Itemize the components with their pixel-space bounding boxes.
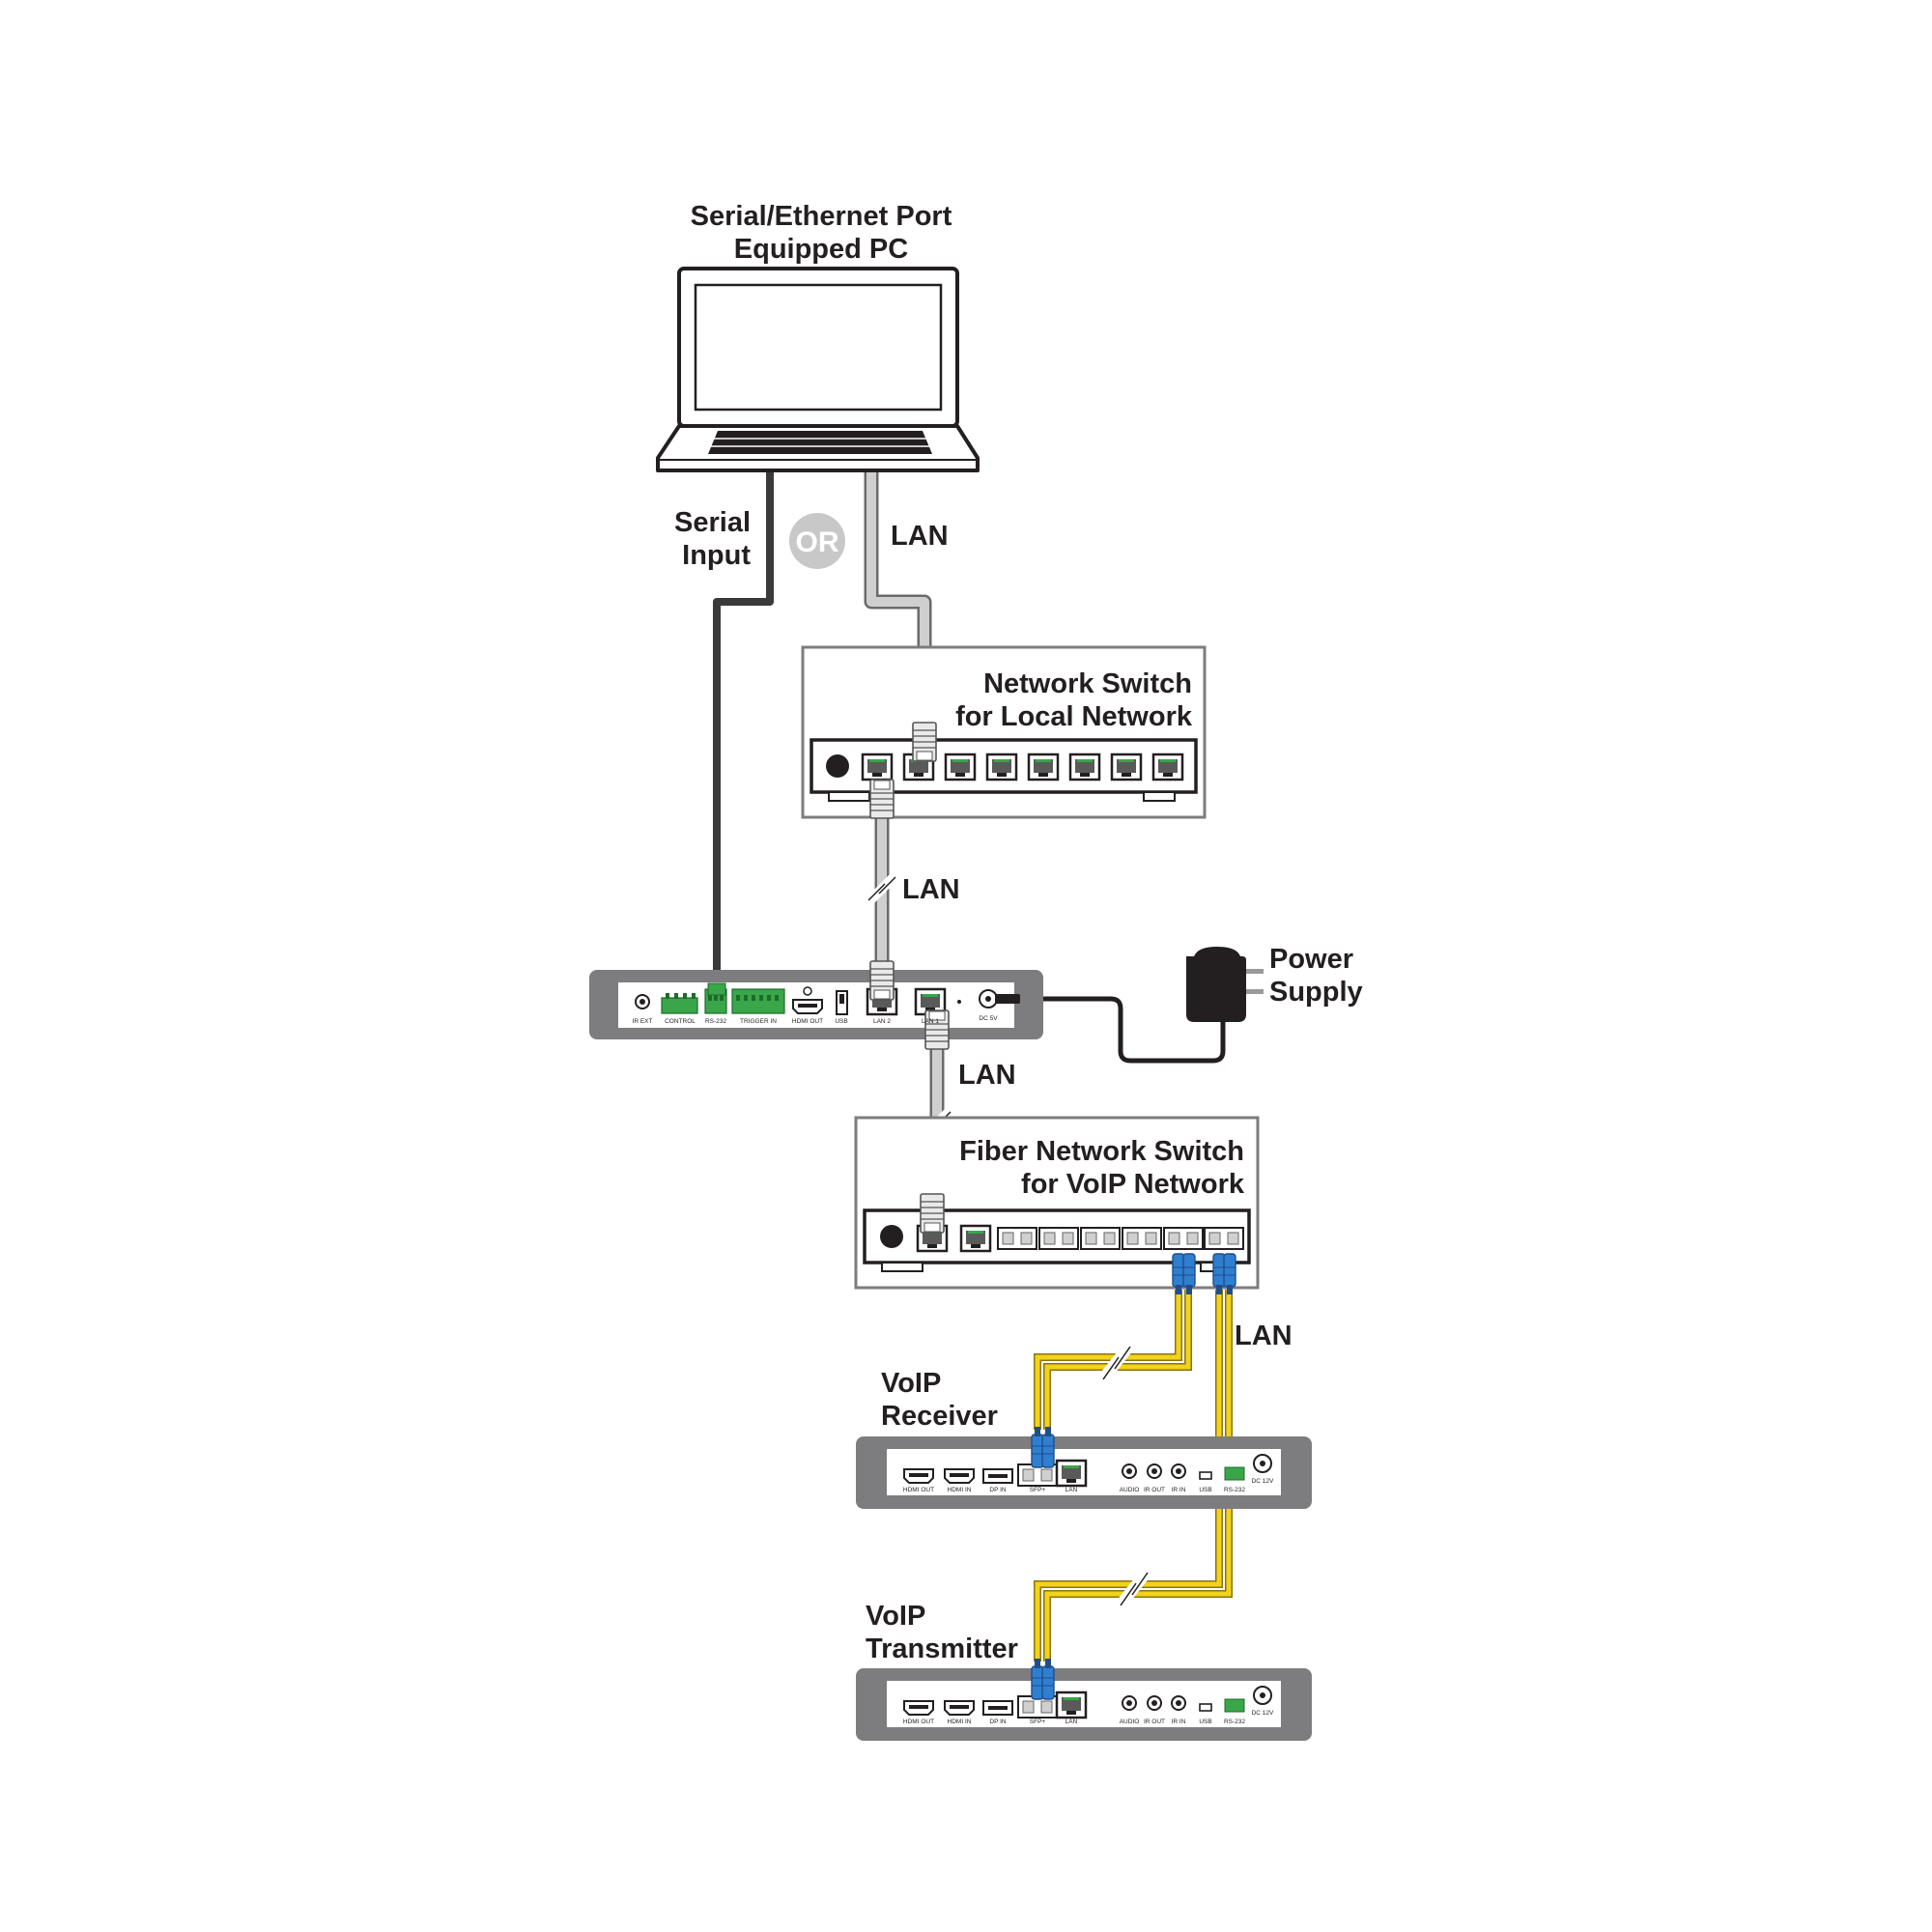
rx-label-dp-in: DP IN bbox=[989, 1487, 1007, 1493]
rx-label-ir-in: IR IN bbox=[1172, 1487, 1186, 1493]
switch-port-6 bbox=[1068, 753, 1101, 781]
laptop-pc bbox=[656, 267, 980, 472]
or-text: OR bbox=[796, 526, 839, 558]
hdmi-out-port bbox=[792, 999, 823, 1014]
voip-transmitter: HDMI OUT HDMI IN DP IN SFP+ LAN AUDIO IR… bbox=[856, 1658, 1312, 1741]
power-supply-adapter bbox=[1186, 947, 1264, 1022]
sfp-port-5 bbox=[1163, 1227, 1204, 1250]
lan-label-fiber: LAN bbox=[1235, 1321, 1293, 1351]
tx-label-usb: USB bbox=[1199, 1719, 1211, 1725]
trigger-in-terminal bbox=[731, 988, 785, 1014]
tx-label-hdmi-out: HDMI OUT bbox=[903, 1719, 934, 1725]
switch-port-8 bbox=[1151, 753, 1184, 781]
port-label-trigger-in: TRIGGER IN bbox=[740, 1018, 777, 1025]
switch-port-7 bbox=[1110, 753, 1143, 781]
rx-label-dc: DC 12V bbox=[1252, 1478, 1274, 1485]
power-supply-label-line2: Supply bbox=[1269, 977, 1363, 1008]
port-label-control: CONTROL bbox=[665, 1018, 696, 1025]
sfp-port-2 bbox=[1038, 1227, 1079, 1250]
sfp-port-6 bbox=[1204, 1227, 1244, 1250]
receiver-label-line1: VoIP bbox=[881, 1368, 941, 1399]
tx-label-dc: DC 12V bbox=[1252, 1710, 1274, 1717]
tx-label-sfp: SFP+ bbox=[1030, 1719, 1046, 1725]
port-label-lan2: LAN 2 bbox=[873, 1018, 891, 1025]
fiber-cable-to-receiver bbox=[1034, 1290, 1192, 1430]
sfp-port-1 bbox=[997, 1227, 1037, 1250]
rx-label-hdmi-out: HDMI OUT bbox=[903, 1487, 934, 1493]
tx-label-audio: AUDIO bbox=[1120, 1719, 1140, 1725]
lan-plug-controller-in bbox=[869, 960, 895, 1001]
lan-plug-switch-out bbox=[869, 779, 895, 819]
rx-label-hdmi-in: HDMI IN bbox=[948, 1487, 972, 1493]
lan-label-pc: LAN bbox=[891, 521, 949, 552]
pc-title-line1: Serial/Ethernet Port bbox=[691, 201, 952, 232]
lan-plug-switch-in bbox=[912, 722, 937, 762]
transmitter-label-line1: VoIP bbox=[866, 1601, 925, 1632]
fiber-network-switch bbox=[854, 1116, 1260, 1295]
control-terminal bbox=[661, 993, 698, 1014]
rx-label-rs232: RS-232 bbox=[1224, 1487, 1245, 1493]
ir-ext-jack bbox=[635, 994, 650, 1009]
serial-input-label-line2: Input bbox=[682, 540, 751, 571]
serial-cable bbox=[713, 470, 774, 987]
serial-connector bbox=[707, 982, 726, 996]
receiver-label-line2: Receiver bbox=[881, 1401, 998, 1432]
tx-label-ir-in: IR IN bbox=[1172, 1719, 1186, 1725]
rx-label-usb: USB bbox=[1199, 1487, 1211, 1493]
network-switch-label-line1: Network Switch bbox=[983, 668, 1192, 699]
rx-label-sfp: SFP+ bbox=[1030, 1487, 1046, 1493]
tx-label-dp-in: DP IN bbox=[989, 1719, 1007, 1725]
port-label-lan1: LAN 1 bbox=[922, 1018, 939, 1025]
port-label-dc: DC 5V bbox=[979, 1015, 998, 1022]
rx-label-ir-out: IR OUT bbox=[1144, 1487, 1165, 1493]
controller-device: IR EXT CONTROL RS-232 TRIGGER IN HDMI OU… bbox=[589, 960, 1043, 1050]
switch-port-4 bbox=[985, 753, 1018, 781]
fiber-switch-label-line2: for VoIP Network bbox=[1021, 1169, 1245, 1200]
power-cable bbox=[1024, 996, 1226, 1064]
port-label-usb: USB bbox=[835, 1018, 847, 1025]
network-switch-local bbox=[801, 645, 1207, 819]
lan-plug-controller-out bbox=[924, 1009, 950, 1050]
power-supply-label-line1: Power bbox=[1269, 944, 1353, 975]
network-switch-label-line2: for Local Network bbox=[955, 701, 1193, 732]
switch-port-5 bbox=[1027, 753, 1060, 781]
lan-plug-fiber-switch bbox=[920, 1193, 945, 1234]
tx-label-rs232: RS-232 bbox=[1224, 1719, 1245, 1725]
fiber-switch-lan-port-2 bbox=[959, 1224, 992, 1253]
fiber-switch-label-line1: Fiber Network Switch bbox=[959, 1136, 1244, 1167]
sfp-port-4 bbox=[1122, 1227, 1162, 1250]
rx-label-audio: AUDIO bbox=[1120, 1487, 1140, 1493]
switch-port-3 bbox=[944, 753, 977, 781]
voip-receiver: HDMI OUT HDMI IN DP IN SFP+ LAN AUDIO IR… bbox=[856, 1426, 1312, 1509]
transmitter-label-line2: Transmitter bbox=[866, 1634, 1018, 1664]
switch-port-1 bbox=[861, 753, 894, 781]
serial-input-label-line1: Serial bbox=[674, 507, 751, 538]
lan-label-controller: LAN bbox=[958, 1060, 1016, 1091]
or-badge: OR bbox=[789, 513, 845, 569]
lan-label-switch: LAN bbox=[902, 874, 960, 905]
dc-jack bbox=[979, 989, 1020, 1009]
rx-label-lan: LAN bbox=[1065, 1487, 1078, 1493]
port-label-rs232: RS-232 bbox=[705, 1018, 726, 1025]
tx-label-lan: LAN bbox=[1065, 1719, 1078, 1725]
tx-label-hdmi-in: HDMI IN bbox=[948, 1719, 972, 1725]
port-label-hdmi-out: HDMI OUT bbox=[792, 1018, 823, 1025]
pc-title-line2: Equipped PC bbox=[734, 234, 909, 265]
tx-label-ir-out: IR OUT bbox=[1144, 1719, 1165, 1725]
sfp-port-3 bbox=[1080, 1227, 1121, 1250]
port-label-ir-ext: IR EXT bbox=[633, 1018, 653, 1025]
lan-cable-switch-to-controller bbox=[864, 810, 900, 971]
